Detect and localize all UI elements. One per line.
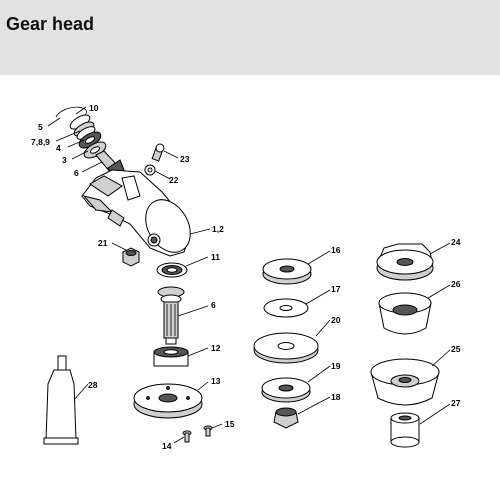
callout-27: 27	[451, 398, 461, 408]
callout-6-top: 6	[74, 168, 79, 178]
callout-labels: 10 5 7,8,9 4 3 6 23 22 1,2 21 11 6 12 13…	[31, 103, 461, 451]
page-title: Gear head	[6, 14, 95, 34]
callout-14: 14	[162, 441, 172, 451]
callout-21: 21	[98, 238, 108, 248]
part-12-bearing	[153, 346, 189, 367]
part-24-thrust-plate	[376, 243, 434, 281]
callout-3: 3	[62, 155, 67, 165]
callout-17: 17	[331, 284, 341, 294]
callout-5: 5	[38, 122, 43, 132]
leader-lines	[47, 106, 451, 444]
part-16-thrust-plate	[262, 258, 312, 285]
callout-28: 28	[88, 380, 98, 390]
callout-23: 23	[180, 154, 190, 164]
part-19-thrust-plate	[261, 377, 311, 403]
part-20-guard-plate	[253, 332, 319, 364]
callout-12: 12	[211, 343, 221, 353]
callout-1-2: 1,2	[212, 224, 224, 234]
callout-24: 24	[451, 237, 461, 247]
part-17-washer	[263, 298, 309, 318]
callout-6-bottom: 6	[211, 300, 216, 310]
callout-7-8-9: 7,8,9	[31, 137, 50, 147]
part-6-bevel-gear-shaft	[157, 286, 185, 345]
gear-housing	[81, 169, 191, 257]
part-22-washer	[144, 164, 156, 176]
callout-25: 25	[451, 344, 461, 354]
callout-11: 11	[211, 252, 220, 262]
header-bar: Gear head	[0, 0, 500, 75]
part-14-screw	[182, 430, 192, 443]
part-25-cup	[370, 358, 440, 406]
callout-26: 26	[451, 279, 461, 289]
callout-18: 18	[331, 392, 341, 402]
callout-15: 15	[225, 419, 235, 429]
part-15-screw	[203, 425, 213, 437]
callout-16: 16	[331, 245, 341, 255]
callout-10: 10	[89, 103, 99, 113]
callout-20: 20	[331, 315, 341, 325]
part-11-bearing	[156, 262, 188, 278]
callout-22: 22	[169, 175, 179, 185]
part-26-cup	[378, 292, 432, 335]
callout-13: 13	[211, 376, 221, 386]
part-18-nut	[273, 407, 299, 429]
callout-19: 19	[331, 361, 341, 371]
part-13-thrust-plate	[133, 383, 203, 419]
part-21-nut	[122, 247, 140, 267]
part-27-bushing	[390, 412, 420, 448]
callout-4: 4	[56, 143, 61, 153]
part-28-grease-tube	[43, 355, 79, 445]
part-23-screw	[151, 143, 165, 162]
